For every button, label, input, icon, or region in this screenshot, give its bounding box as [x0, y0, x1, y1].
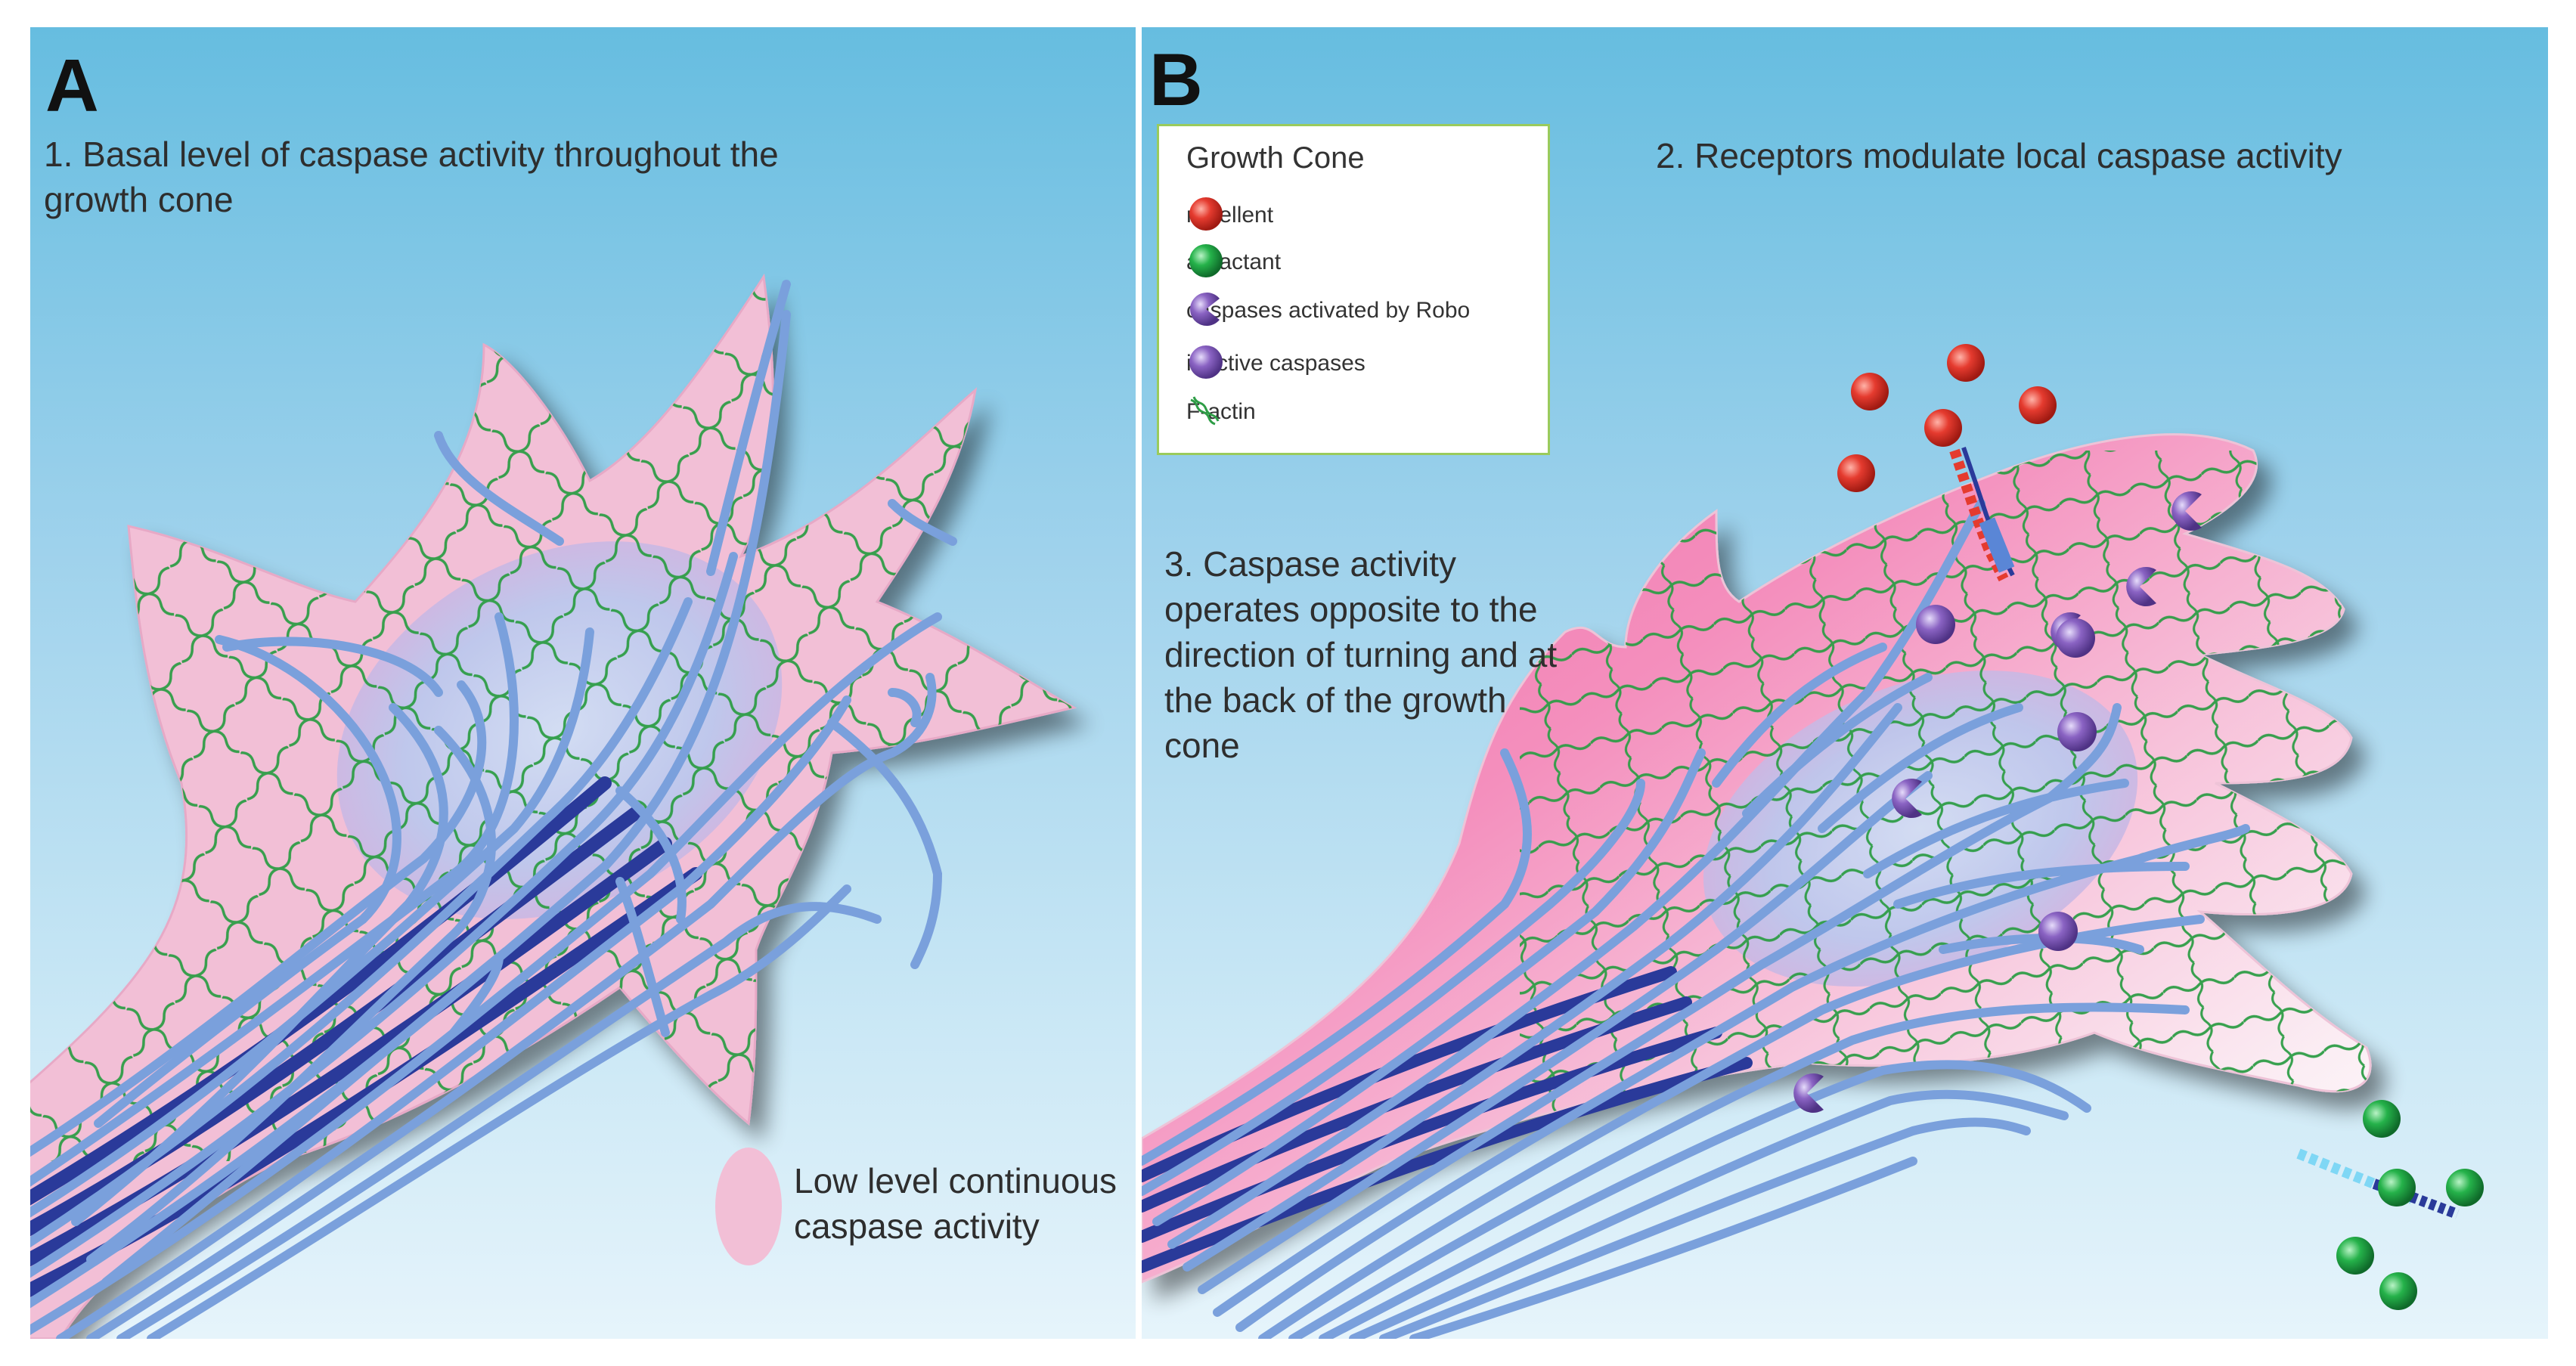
active-caspase	[2171, 491, 2202, 531]
inactive-caspase	[2038, 912, 2078, 951]
panel-b-caption-caspase: 3. Caspase activity operates opposite to…	[1164, 544, 1558, 765]
panel-b-illustration	[1142, 344, 2484, 1339]
attractant-molecule	[2363, 1100, 2401, 1138]
attractant-molecule	[2379, 1272, 2417, 1310]
inactive-caspase	[2056, 618, 2095, 658]
legend-label: F-actin	[1186, 399, 1256, 424]
legend-item-repellent: repellent	[1186, 194, 1273, 237]
panel-b: B 2. Receptors modulate local caspase ac…	[1142, 27, 2548, 1339]
caspase-activity-note: Low level continuous caspase activity	[794, 1161, 1118, 1246]
actin-filament-icon	[1190, 396, 1220, 426]
attractant-molecule	[2378, 1169, 2416, 1206]
attractant-molecules	[2336, 1100, 2484, 1310]
caspase-activity-swatch	[715, 1148, 782, 1265]
legend-title: Growth Cone	[1186, 141, 1365, 175]
active-caspase	[1793, 1073, 1824, 1113]
panel-a-illustration	[30, 275, 1075, 1339]
active-caspase	[1892, 779, 1922, 818]
legend-item-active-caspases: caspases activated by Robo	[1186, 290, 1470, 332]
repellent-molecules	[1837, 344, 2057, 492]
purple-sphere-icon	[1189, 345, 1223, 379]
repellent-molecule	[2019, 386, 2057, 424]
panel-a-letter: A	[45, 44, 99, 127]
attractant-receptor	[2296, 1148, 2460, 1219]
green-sphere-icon	[1189, 244, 1223, 277]
panel-b-caption-receptors: 2. Receptors modulate local caspase acti…	[1656, 136, 2342, 175]
legend: Growth Cone repellent attractant caspase…	[1157, 124, 1550, 455]
active-caspase	[2126, 567, 2156, 606]
legend-item-inactive-caspases: inactive caspases	[1186, 342, 1365, 385]
microtubule-bundle-a	[30, 280, 957, 1339]
microtubule-bundle-b	[1142, 499, 2250, 1339]
f-actin-mesh-a	[30, 277, 1074, 1161]
legend-label: caspases activated by Robo	[1186, 298, 1471, 323]
repellent-molecule	[1837, 454, 1875, 492]
legend-item-f-actin: F-actin	[1186, 391, 1256, 433]
panel-a-caption: 1. Basal level of caspase activity throu…	[44, 135, 779, 219]
attractant-molecule	[2446, 1169, 2484, 1206]
inactive-caspase	[1916, 605, 1955, 644]
repellent-molecule	[1924, 409, 1962, 447]
legend-item-attractant: attractant	[1186, 241, 1281, 283]
repellent-molecule	[1851, 373, 1889, 410]
repellent-molecule	[1947, 344, 1985, 382]
pacman-caspase-icon	[1190, 293, 1220, 326]
panel-b-letter: B	[1149, 38, 1203, 121]
inactive-caspase	[2057, 712, 2097, 751]
inactive-caspases-b	[1916, 605, 2097, 951]
panel-a: A 1. Basal level of caspase activity thr…	[30, 27, 1136, 1339]
red-sphere-icon	[1189, 197, 1223, 231]
attractant-molecule	[2336, 1237, 2374, 1275]
repellent-receptor	[1949, 447, 2015, 582]
